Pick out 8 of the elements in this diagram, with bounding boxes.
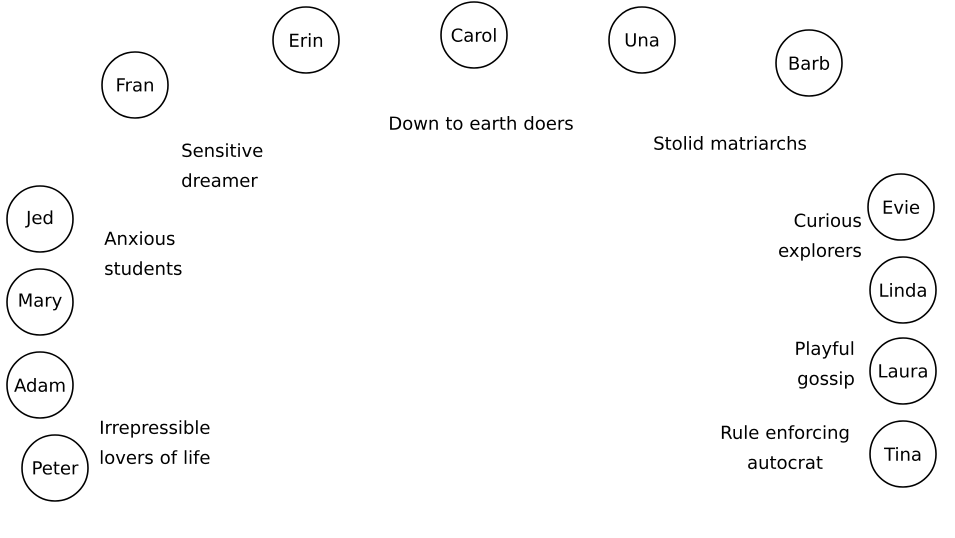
group-label: Down to earth doers bbox=[390, 116, 573, 130]
group-label: Irrepressible lovers of life bbox=[100, 420, 210, 464]
group-label: Playful gossip bbox=[796, 341, 854, 389]
group-label: Rule enforcing autocrat bbox=[722, 425, 848, 470]
group-label: Curious explorers bbox=[779, 213, 861, 261]
group-label: Anxious students bbox=[104, 231, 182, 276]
group-label: Sensitive dreamer bbox=[182, 143, 262, 188]
group-label: Stolid matriarchs bbox=[654, 136, 806, 150]
